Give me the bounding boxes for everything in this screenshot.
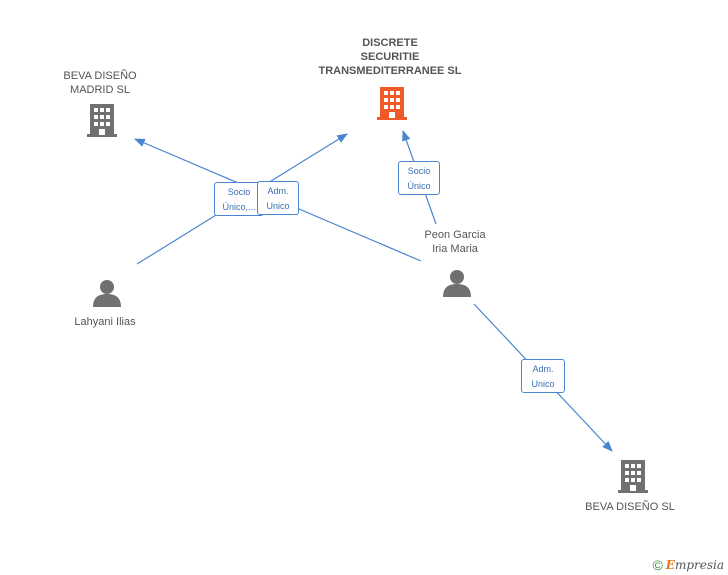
brand-name: mpresia xyxy=(674,558,724,572)
person-label-lahyani[interactable]: Lahyani Ilias xyxy=(74,316,136,328)
edge-label-socio-unico[interactable]: Socio Único xyxy=(398,161,440,195)
person-label-peon[interactable]: Peon Garcia Iria Maria xyxy=(424,229,486,255)
company-label-discrete[interactable]: DISCRETE SECURITIE TRANSMEDITERRANEE SL xyxy=(318,37,462,77)
building-icon[interactable] xyxy=(618,460,648,493)
person-icon[interactable] xyxy=(443,270,471,297)
edge-label-socio-unico[interactable]: Socio Único,... xyxy=(214,182,264,216)
building-icon[interactable] xyxy=(87,104,117,137)
company-label-beva-madrid[interactable]: BEVA DISEÑO MADRID SL xyxy=(63,70,137,96)
brand-logo: Empresia xyxy=(666,558,724,572)
building-icon-main[interactable] xyxy=(377,87,407,120)
edge-label-adm-unico[interactable]: Adm. Unico xyxy=(521,359,565,393)
brand-initial: E xyxy=(665,558,675,572)
copyright-icon: © xyxy=(652,557,663,573)
edge-label-adm-unico[interactable]: Adm. Unico xyxy=(257,181,299,215)
company-label-beva[interactable]: BEVA DISEÑO SL xyxy=(585,501,675,513)
brand-footer: © Empresia xyxy=(652,557,724,573)
person-icon[interactable] xyxy=(93,280,121,307)
